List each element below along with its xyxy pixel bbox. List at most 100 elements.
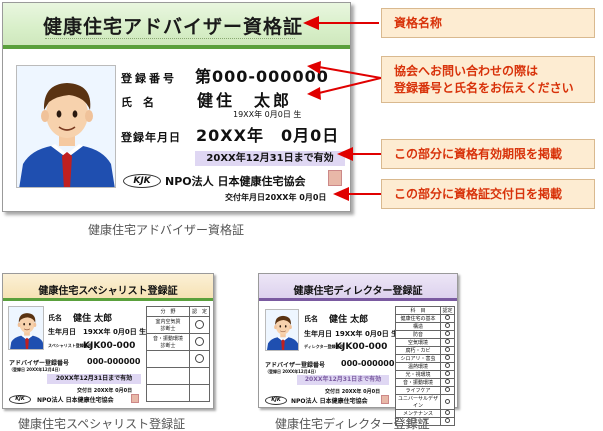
specialist-photo bbox=[8, 306, 44, 350]
specialist-expiry: 20XX年12月31日まで有効 bbox=[47, 374, 141, 384]
director-photo bbox=[265, 309, 299, 351]
field-row bbox=[146, 350, 190, 368]
specialist-name-label: 氏名 bbox=[48, 314, 62, 322]
field-row bbox=[146, 367, 190, 385]
subject-row: 腐朽・カビ bbox=[395, 346, 441, 355]
callout-expiry: この部分に資格有効期限を掲載 bbox=[381, 139, 595, 169]
cert-circle bbox=[445, 398, 450, 404]
cert-header: 認 定 bbox=[189, 306, 210, 317]
director-adv-date: （登録日 20XX年12月4日） bbox=[265, 369, 319, 374]
director-adv-label: アドバイザー登録番号 bbox=[265, 362, 326, 369]
director-reg-label: ディレクター登録番号 bbox=[304, 344, 344, 349]
cert-circle bbox=[445, 315, 450, 320]
field-row bbox=[146, 384, 190, 402]
cert-circle bbox=[195, 336, 204, 346]
specialist-org: NPO法人 日本健康住宅協会 bbox=[37, 397, 114, 404]
cert-circle bbox=[445, 371, 450, 376]
reg-date-label: 登録年月日 bbox=[121, 131, 181, 144]
specialist-kjk-logo: KJK bbox=[9, 395, 31, 404]
arrow-to-id bbox=[307, 61, 381, 100]
cert-circle bbox=[445, 387, 450, 392]
name-label: 氏 名 bbox=[121, 96, 154, 109]
reg-number-label: 登録番号 bbox=[121, 72, 177, 85]
subject-row: 防音 bbox=[395, 330, 441, 339]
subject-row: 音・振動環境 bbox=[395, 378, 441, 387]
holder-photo bbox=[16, 65, 116, 188]
cert-circle bbox=[195, 353, 204, 363]
director-subject-table: 科 目認定 健康住宅の基本 構造 防音 空気環境 腐朽・カビ シロアリ・害虫 温… bbox=[395, 306, 455, 426]
advisor-license-card: 健康住宅アドバイザー資格証 登録番号 第000-000000 氏 名 健住 太郎… bbox=[2, 2, 351, 212]
director-seal bbox=[381, 395, 389, 404]
cert-circle bbox=[445, 410, 450, 415]
issue-date: 交付年月日20XX年 0月0日 bbox=[225, 193, 327, 202]
header-divider bbox=[3, 45, 350, 49]
director-birth-label: 生年月日 bbox=[304, 330, 332, 338]
subject-row: 健康住宅の基本 bbox=[395, 314, 441, 323]
cert-circle bbox=[445, 379, 450, 384]
arrow-to-expiry bbox=[337, 147, 381, 161]
arrow-to-issue-date bbox=[333, 187, 381, 201]
callout-inquiry: 協会へお問い合わせの際は 登録番号と氏名をお伝えください bbox=[381, 56, 595, 103]
subject-row: 空気環境 bbox=[395, 338, 441, 347]
subject-header: 科 目 bbox=[395, 306, 441, 315]
director-kjk-logo: KJK bbox=[265, 396, 287, 405]
birth-date: 19XX年 0月0日 生 bbox=[233, 110, 302, 119]
specialist-birth: 19XX年 0月0日 生 bbox=[83, 328, 147, 336]
subject-row: ユニバーサルデザイン bbox=[395, 394, 441, 410]
field-header: 分 野 bbox=[146, 306, 190, 317]
specialist-issue-date: 交付日 20XX年 0月0日 bbox=[77, 388, 133, 394]
field-row: 室内空気質 診断士 bbox=[146, 316, 190, 334]
cert-circle bbox=[445, 363, 450, 368]
kjk-logo: KJK bbox=[123, 174, 161, 188]
specialist-birth-label: 生年月日 bbox=[48, 328, 76, 336]
holder-name: 健住 太郎 bbox=[197, 91, 293, 110]
cert-circle bbox=[445, 323, 450, 328]
director-name: 健住 太郎 bbox=[329, 315, 369, 325]
cert-header: 認定 bbox=[440, 306, 455, 315]
reg-date: 20XX年 0月0日 bbox=[196, 126, 340, 145]
subject-row: ライフケア bbox=[395, 386, 441, 395]
expiry-date: 20XX年12月31日まで有効 bbox=[195, 151, 345, 166]
specialist-title: 健康住宅スペシャリスト登録証 bbox=[38, 286, 178, 297]
director-name-label: 氏名 bbox=[304, 315, 318, 323]
field-row: 音・振動環境 診断士 bbox=[146, 333, 190, 351]
cert-circle bbox=[445, 339, 450, 344]
subject-row: シロアリ・害虫 bbox=[395, 354, 441, 363]
director-adv-number: 000-000000 bbox=[341, 359, 395, 368]
callout-issue-date: この部分に資格証交付日を掲載 bbox=[381, 179, 595, 209]
specialist-caption: 健康住宅スペシャリスト登録証 bbox=[18, 417, 186, 431]
director-card: 健康住宅ディレクター登録証 氏名 健住 太郎 生年月日 19XX年 0月0日 生… bbox=[258, 273, 458, 426]
cert-circle bbox=[445, 347, 450, 352]
arrow-to-title bbox=[303, 16, 379, 30]
specialist-reg-number: KJK00-000 bbox=[83, 341, 136, 351]
specialist-header-line bbox=[3, 298, 213, 301]
cert-circle bbox=[445, 355, 450, 360]
specialist-reg-label: スペシャリスト登録番号 bbox=[48, 343, 92, 348]
director-title: 健康住宅ディレクター登録証 bbox=[293, 286, 423, 297]
director-caption: 健康住宅ディレクター登録証 bbox=[275, 417, 430, 431]
cert-circle bbox=[445, 418, 450, 423]
cert-circle bbox=[445, 331, 450, 336]
subject-row: 光・視環境 bbox=[395, 370, 441, 379]
reg-number: 第000-000000 bbox=[195, 67, 329, 86]
specialist-adv-number: 000-000000 bbox=[87, 357, 141, 366]
director-reg-number: KJK00-000 bbox=[335, 342, 388, 352]
specialist-field-table: 分 野認 定 室内空気質 診断士 音・振動環境 診断士 bbox=[146, 306, 210, 402]
specialist-adv-label: アドバイザー登録番号 bbox=[9, 360, 70, 367]
director-expiry: 20XX年12月31日まで有効 bbox=[297, 375, 389, 385]
organization-name: NPO法人 日本健康住宅協会 bbox=[165, 175, 306, 188]
title-underline bbox=[45, 38, 295, 39]
callout-license-name: 資格名称 bbox=[381, 8, 595, 38]
specialist-name: 健住 太郎 bbox=[73, 314, 113, 324]
specialist-adv-date: （登録日 20XX年12月4日） bbox=[9, 367, 63, 372]
subject-row: 温熱環境 bbox=[395, 362, 441, 371]
org-seal bbox=[328, 170, 342, 186]
director-issue-date: 交付日 20XX年 0月0日 bbox=[325, 389, 381, 395]
cert-circle bbox=[195, 319, 204, 329]
director-birth: 19XX年 0月0日 生 bbox=[335, 330, 399, 338]
license-title: 健康住宅アドバイザー資格証 bbox=[43, 16, 304, 38]
director-header-line bbox=[259, 298, 457, 301]
specialist-seal bbox=[131, 394, 139, 403]
advisor-caption: 健康住宅アドバイザー資格証 bbox=[88, 223, 245, 237]
specialist-header bbox=[3, 274, 213, 298]
